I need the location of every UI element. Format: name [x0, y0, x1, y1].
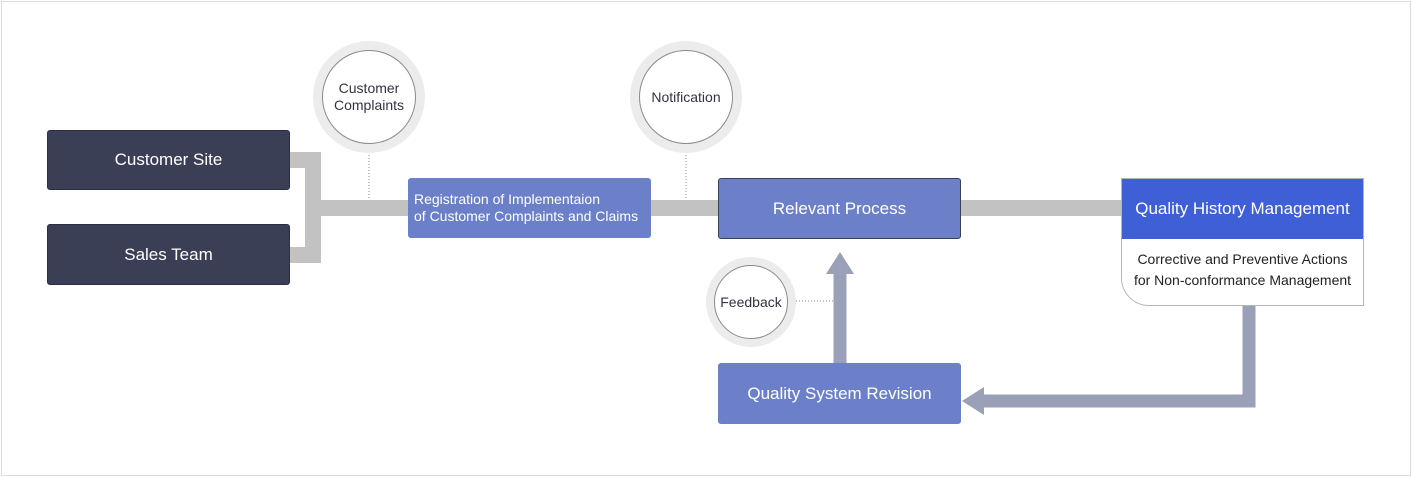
registration-label-line2: of Customer Complaints and Claims — [414, 208, 639, 224]
registration-label-line1: Registration of Implementaion — [414, 191, 600, 207]
quality-system-revision-label: Quality System Revision — [747, 383, 932, 403]
feedback-label: Feedback — [720, 293, 782, 310]
feedback-arrow-head — [826, 252, 854, 274]
sales-team-label: Sales Team — [124, 244, 213, 264]
quality-history-title: Quality History Management — [1122, 179, 1363, 239]
complaints-label-line2: Complaints — [333, 97, 405, 113]
quality-history-description: Corrective and Preventive Actions for No… — [1122, 239, 1363, 291]
customer-complaints-bubble: Customer Complaints — [313, 41, 425, 153]
relevant-process-label: Relevant Process — [772, 198, 907, 218]
complaints-label-line1: Customer — [338, 80, 400, 96]
feedback-bubble: Feedback — [706, 257, 796, 347]
return-arrow-head — [962, 387, 984, 415]
customer-site-label: Customer Site — [114, 150, 223, 169]
relevant-process-box: Relevant Process — [718, 178, 961, 239]
source-bracket — [288, 152, 321, 263]
notification-bubble: Notification — [630, 41, 742, 153]
registration-box: Registration of Implementaion of Custome… — [408, 178, 651, 238]
quality-history-box: Quality History Management Corrective an… — [1121, 178, 1364, 306]
customer-site-box: Customer Site — [47, 130, 290, 190]
quality-history-line2: for Non-conformance Management — [1133, 272, 1352, 288]
quality-history-line1: Corrective and Preventive Actions — [1137, 251, 1348, 267]
notification-label: Notification — [651, 88, 721, 105]
sales-team-box: Sales Team — [47, 224, 290, 285]
quality-system-revision-box: Quality System Revision — [718, 363, 961, 424]
return-arrow-line — [982, 306, 1256, 408]
